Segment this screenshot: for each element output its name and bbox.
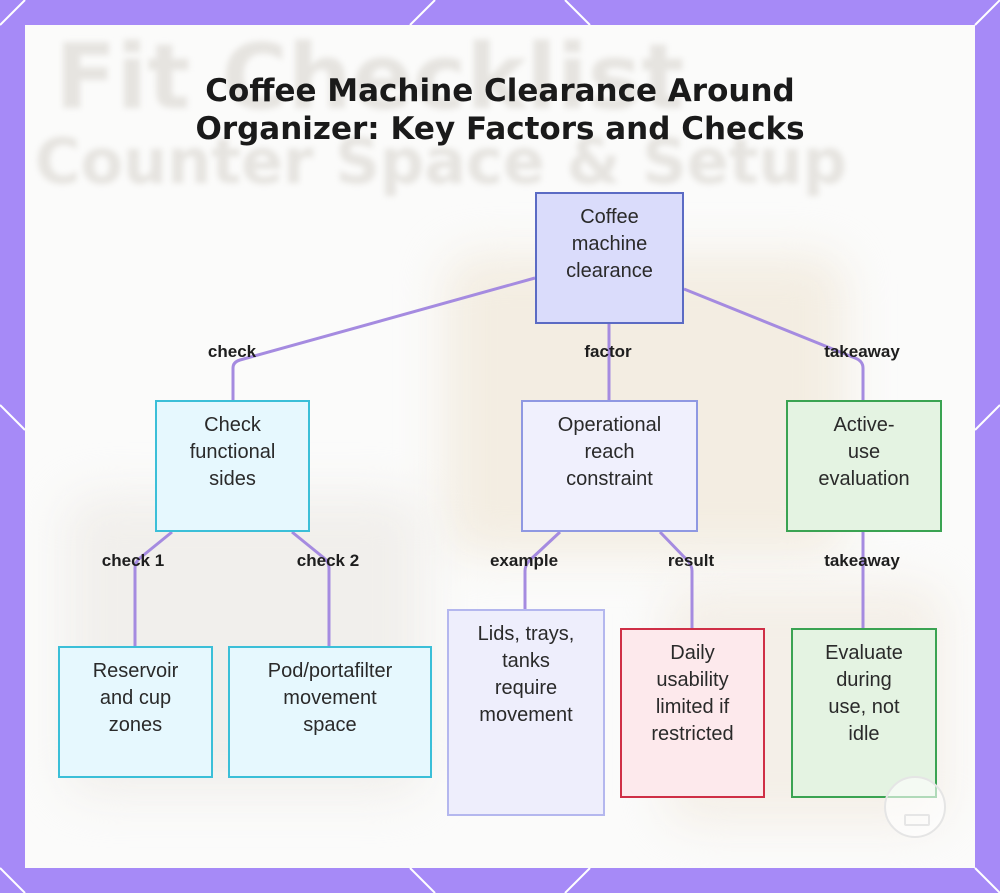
node-coffee-machine-clearance: Coffee machine clearance <box>535 192 684 324</box>
diagram-title: Coffee Machine Clearance Around Organize… <box>0 72 1000 148</box>
node-text: during <box>836 669 892 691</box>
edge-label-check-2: check 2 <box>296 551 360 570</box>
edge-label-result: result <box>667 551 715 570</box>
title-line-2: Organizer: Key Factors and Checks <box>195 111 805 147</box>
node-check-functional-sides: Check functional sides <box>155 400 310 532</box>
node-text: constraint <box>566 468 653 490</box>
edge-operational-to-daily <box>658 530 694 628</box>
edge-root-to-active-use <box>683 287 865 400</box>
edge-label-takeaway-2: takeaway <box>824 551 900 570</box>
node-pod-portafilter-movement-space: Pod/portafilter movement space <box>228 646 432 778</box>
node-text: space <box>303 714 357 736</box>
node-text: require <box>494 677 558 699</box>
node-text: Active- <box>833 414 895 436</box>
node-text: reach <box>584 441 635 463</box>
node-lids-trays-tanks: Lids, trays, tanks require movement <box>447 609 605 816</box>
node-text: Coffee <box>580 206 639 228</box>
edge-label-example: example <box>489 551 559 570</box>
node-text: evaluation <box>818 468 910 490</box>
edge-label-takeaway: takeaway <box>824 342 900 361</box>
node-text: and cup <box>99 687 172 709</box>
background-ghost-heading: Fit Checklist <box>55 25 685 130</box>
node-text: movement <box>283 687 377 709</box>
edge-label-factor: factor <box>584 342 632 361</box>
node-evaluate-during-use: Evaluate during use, not idle <box>791 628 937 798</box>
node-text: functional <box>189 441 276 463</box>
node-text: clearance <box>566 260 653 282</box>
edge-label-check: check <box>207 342 257 361</box>
node-text: Pod/portafilter <box>267 660 393 682</box>
edge-root-to-check-sides <box>231 276 536 400</box>
node-text: restricted <box>651 723 734 745</box>
node-text: machine <box>571 233 648 255</box>
node-text: idle <box>848 723 880 745</box>
node-text: Operational <box>557 414 662 436</box>
node-active-use-evaluation: Active-use evaluation <box>786 400 942 532</box>
node-text: zones <box>108 714 163 736</box>
watermark-badge-icon <box>884 776 946 838</box>
node-text: Reservoir <box>92 660 179 682</box>
node-operational-reach-constraint: Operational reach constraint <box>521 400 698 532</box>
node-text: use <box>847 441 881 463</box>
node-text: Check <box>204 414 261 436</box>
node-text: use, not <box>828 696 900 718</box>
node-text: Daily <box>670 642 715 664</box>
node-text: limited if <box>655 696 730 718</box>
edge-check-sides-to-pod <box>291 530 331 646</box>
edge-label-check-1: check 1 <box>101 551 165 570</box>
node-daily-usability-limited: Daily usability limited if restricted <box>620 628 765 798</box>
watermark-badge-mark <box>904 814 930 826</box>
node-text: tanks <box>502 650 550 672</box>
edge-operational-to-lids <box>523 530 562 609</box>
node-text: movement <box>479 704 573 726</box>
node-text: sides <box>209 468 256 490</box>
edge-check-sides-to-reservoir <box>133 530 173 646</box>
node-reservoir-and-cup-zones: Reservoir and cup zones <box>58 646 213 778</box>
node-text: Evaluate <box>825 642 903 664</box>
background-ghost-subheading: Counter Space & Setup <box>35 125 847 198</box>
node-text: Lids, trays, <box>477 623 575 645</box>
node-text: usability <box>656 669 729 691</box>
title-line-1: Coffee Machine Clearance Around <box>205 73 795 109</box>
